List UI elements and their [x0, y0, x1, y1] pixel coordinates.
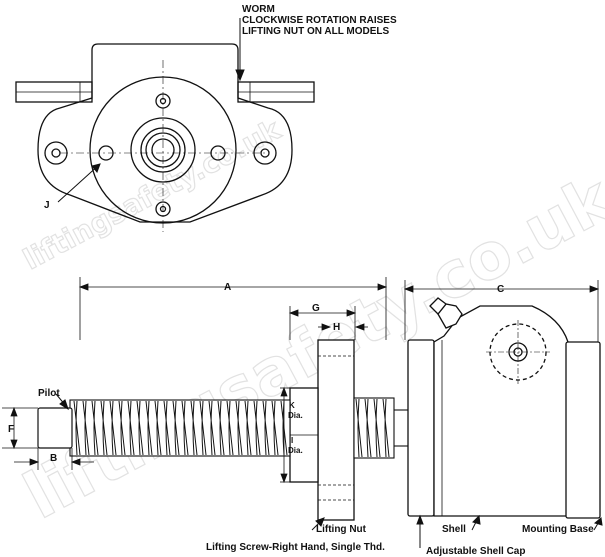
pilot — [37, 407, 73, 449]
worm-note-leader — [235, 18, 245, 82]
label-lifting-nut: Lifting Nut — [316, 524, 367, 535]
dim-b — [14, 448, 94, 470]
label-a: A — [224, 282, 231, 293]
top-view — [15, 43, 315, 232]
dim-h — [318, 323, 368, 331]
pilot-leader — [55, 393, 69, 411]
bottom-leaders — [311, 514, 603, 548]
label-k-dia: Dia. — [288, 411, 303, 420]
label-mounting-base: Mounting Base — [522, 524, 594, 535]
label-c: C — [497, 284, 504, 295]
label-i-dia: Dia. — [288, 446, 303, 455]
gearbox — [407, 297, 601, 519]
label-g: G — [312, 303, 320, 314]
dim-k — [280, 386, 290, 484]
thread-pattern — [73, 398, 390, 458]
label-shell: Shell — [442, 524, 466, 535]
label-i: I — [291, 436, 293, 445]
label-adjustable-shell-cap: Adjustable Shell Cap — [426, 546, 525, 557]
lifting-screw — [69, 397, 408, 459]
top-housing-body — [37, 43, 293, 223]
lifting-nut — [289, 339, 355, 521]
worm-note-line3: LIFTING NUT ON ALL MODELS — [242, 26, 390, 37]
label-k: K — [289, 401, 295, 410]
dim-a — [78, 277, 388, 340]
label-f: F — [8, 424, 14, 435]
label-lifting-screw: Lifting Screw-Right Hand, Single Thd. — [206, 542, 385, 553]
label-b: B — [50, 453, 57, 464]
dim-c — [403, 280, 600, 345]
label-pilot: Pilot — [38, 388, 60, 399]
nut-flange — [317, 339, 355, 521]
label-j: J — [44, 200, 50, 211]
dim-f — [2, 406, 38, 450]
worm-note-line1: WORM — [242, 4, 275, 15]
adjustable-shell-cap — [407, 339, 435, 517]
j-leader — [57, 163, 101, 203]
label-h: H — [333, 322, 340, 333]
mounting-base — [565, 341, 601, 519]
dim-g — [288, 306, 357, 340]
worm-note-line2: CLOCKWISE ROTATION RAISES — [242, 15, 397, 26]
